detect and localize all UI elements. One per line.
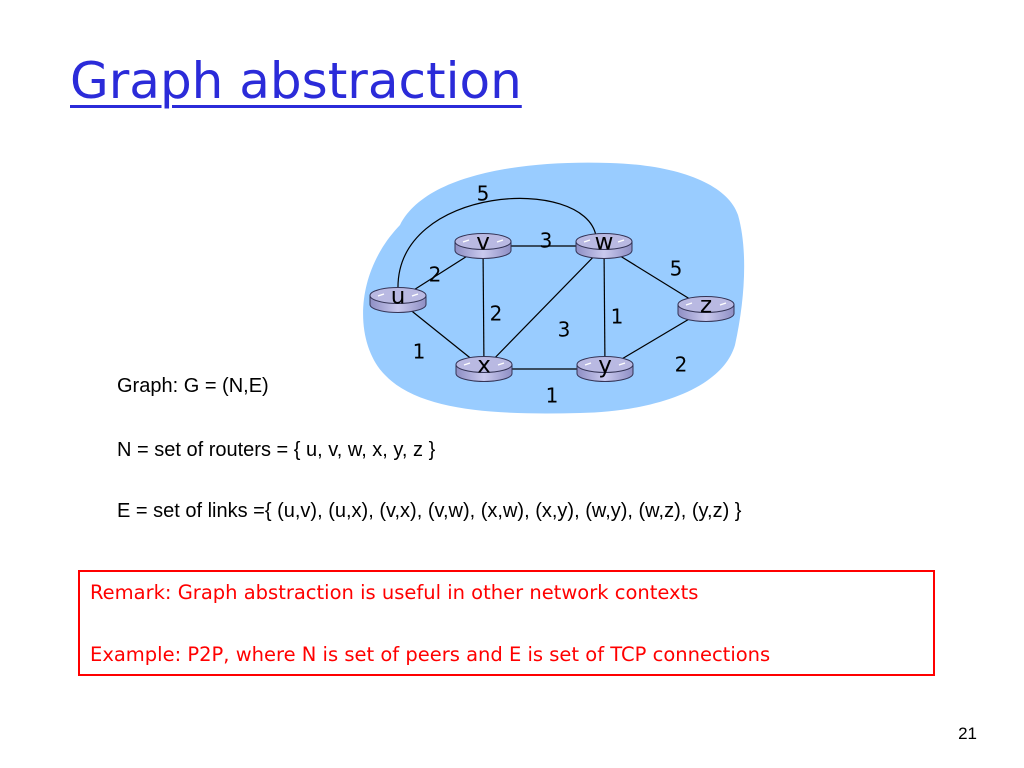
example-text: Example: P2P, where N is set of peers an…: [90, 643, 771, 666]
remark-box: Remark: Graph abstraction is useful in o…: [78, 570, 935, 676]
router-label-u: u: [391, 284, 406, 310]
edge-weight-u-v: 2: [429, 263, 442, 287]
edge-u-w: [397, 197, 597, 291]
edge-weight-v-x: 2: [490, 302, 503, 326]
router-x: x: [455, 353, 513, 382]
edge-weight-x-w: 3: [558, 318, 571, 342]
edge-x-w: [483, 245, 605, 370]
remark-text: Remark: Graph abstraction is useful in o…: [90, 581, 699, 604]
edge-v-x: [482, 245, 485, 370]
edges-definition: E = set of links ={ (u,v), (u,x), (v,x),…: [117, 500, 742, 522]
edge-weight-y-z: 2: [675, 353, 688, 377]
router-label-w: w: [595, 230, 614, 256]
router-w: w: [575, 230, 633, 259]
router-label-y: y: [598, 353, 612, 379]
router-label-v: v: [476, 230, 490, 256]
slide-title: Graph abstraction: [70, 52, 522, 110]
router-z: z: [677, 293, 735, 322]
edge-weight-x-y: 1: [546, 384, 559, 408]
edge-weight-u-x: 1: [413, 340, 426, 364]
nodes-definition: N = set of routers = { u, v, w, x, y, z …: [117, 439, 436, 461]
router-label-z: z: [700, 293, 712, 319]
graph-definition: Graph: G = (N,E): [117, 375, 269, 397]
router-u: u: [369, 284, 427, 313]
edge-w-y: [603, 245, 606, 370]
edge-weight-w-z: 5: [670, 257, 683, 281]
edge-weight-u-w: 5: [477, 182, 490, 206]
router-label-x: x: [477, 353, 491, 379]
page-number: 21: [958, 724, 977, 743]
network-cloud: [363, 162, 745, 414]
router-y: y: [576, 353, 634, 382]
edge-weight-v-w: 3: [540, 229, 553, 253]
router-v: v: [454, 230, 512, 259]
edge-weight-w-y: 1: [611, 305, 624, 329]
